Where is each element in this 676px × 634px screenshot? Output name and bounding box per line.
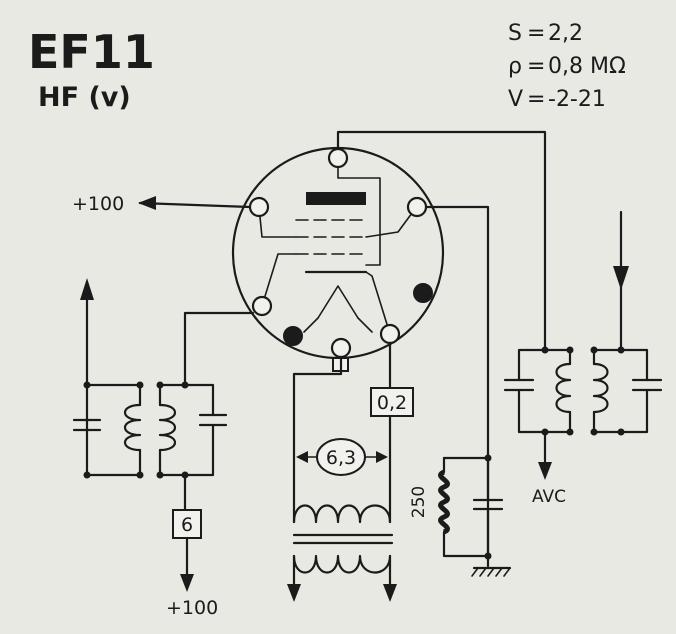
bottom-arrow-icon — [180, 574, 194, 592]
input-arrow-icon — [80, 278, 94, 300]
input-transformer: 6 +100 — [72, 278, 255, 619]
pin-heater-2 — [379, 323, 401, 345]
tube-name: EF11 — [28, 25, 155, 79]
pin-anode — [327, 147, 349, 169]
anode-lead — [336, 130, 547, 352]
pin-heater-1 — [330, 337, 352, 359]
cathode-network: 250 — [409, 454, 512, 577]
cathode-resistor — [438, 469, 450, 535]
output-arrow-icon — [613, 266, 629, 290]
spec-symbol-rho: ρ — [508, 54, 522, 79]
spec-symbol-v: V — [508, 87, 523, 112]
avc-arrow-icon — [538, 462, 552, 480]
heater-left-arrow-icon — [287, 584, 301, 602]
heater-right-arrow-icon — [383, 584, 397, 602]
tube-type: HF (v) — [38, 82, 131, 113]
avc-label: AVC — [532, 487, 566, 507]
input-coil-primary — [123, 403, 142, 452]
anode-plate — [306, 192, 366, 205]
output-coil-primary — [555, 362, 572, 414]
spec-symbol-s: S — [508, 21, 522, 46]
heater-voltage-label: 6,3 — [326, 447, 356, 469]
screen-voltage-label: +100 — [72, 193, 124, 215]
heater-voltage-badge — [316, 438, 366, 476]
heater-transformer-secondary — [292, 554, 392, 574]
screen-arrow-icon — [138, 196, 156, 210]
tube-electrodes — [258, 157, 416, 335]
pin-unused-right — [413, 283, 433, 303]
pin-cathode — [406, 196, 428, 218]
heater-circuit: 0,2 6,3 — [287, 341, 414, 602]
input-coil-secondary — [158, 403, 177, 452]
spec-value-rho: 0,8 MΩ — [548, 54, 626, 79]
svg-text:=: = — [527, 21, 545, 46]
svg-text:=: = — [527, 87, 545, 112]
specs-block: S = 2,2 ρ = 0,8 MΩ V = -2-21 — [508, 21, 626, 112]
spec-value-s: 2,2 — [548, 21, 583, 46]
pin-screen-grid — [248, 196, 270, 218]
heater-filament — [317, 285, 359, 319]
output-coil-secondary — [592, 362, 609, 414]
bottom-voltage-label: +100 — [166, 597, 218, 619]
pin-control-grid — [251, 295, 273, 317]
cathode-lead — [424, 205, 490, 558]
output-transformer: AVC — [503, 210, 663, 507]
heater-transformer-primary — [292, 504, 392, 524]
heater-resistor-box — [370, 387, 414, 417]
spec-value-v: -2-21 — [548, 87, 606, 112]
cathode-resistor-label: 250 — [409, 486, 429, 518]
tube-envelope — [231, 146, 445, 360]
grid-resistor-label: 6 — [181, 514, 193, 536]
pin-unused-left — [283, 326, 303, 346]
svg-text:=: = — [527, 54, 545, 79]
heater-resistor-label: 0,2 — [377, 392, 407, 414]
